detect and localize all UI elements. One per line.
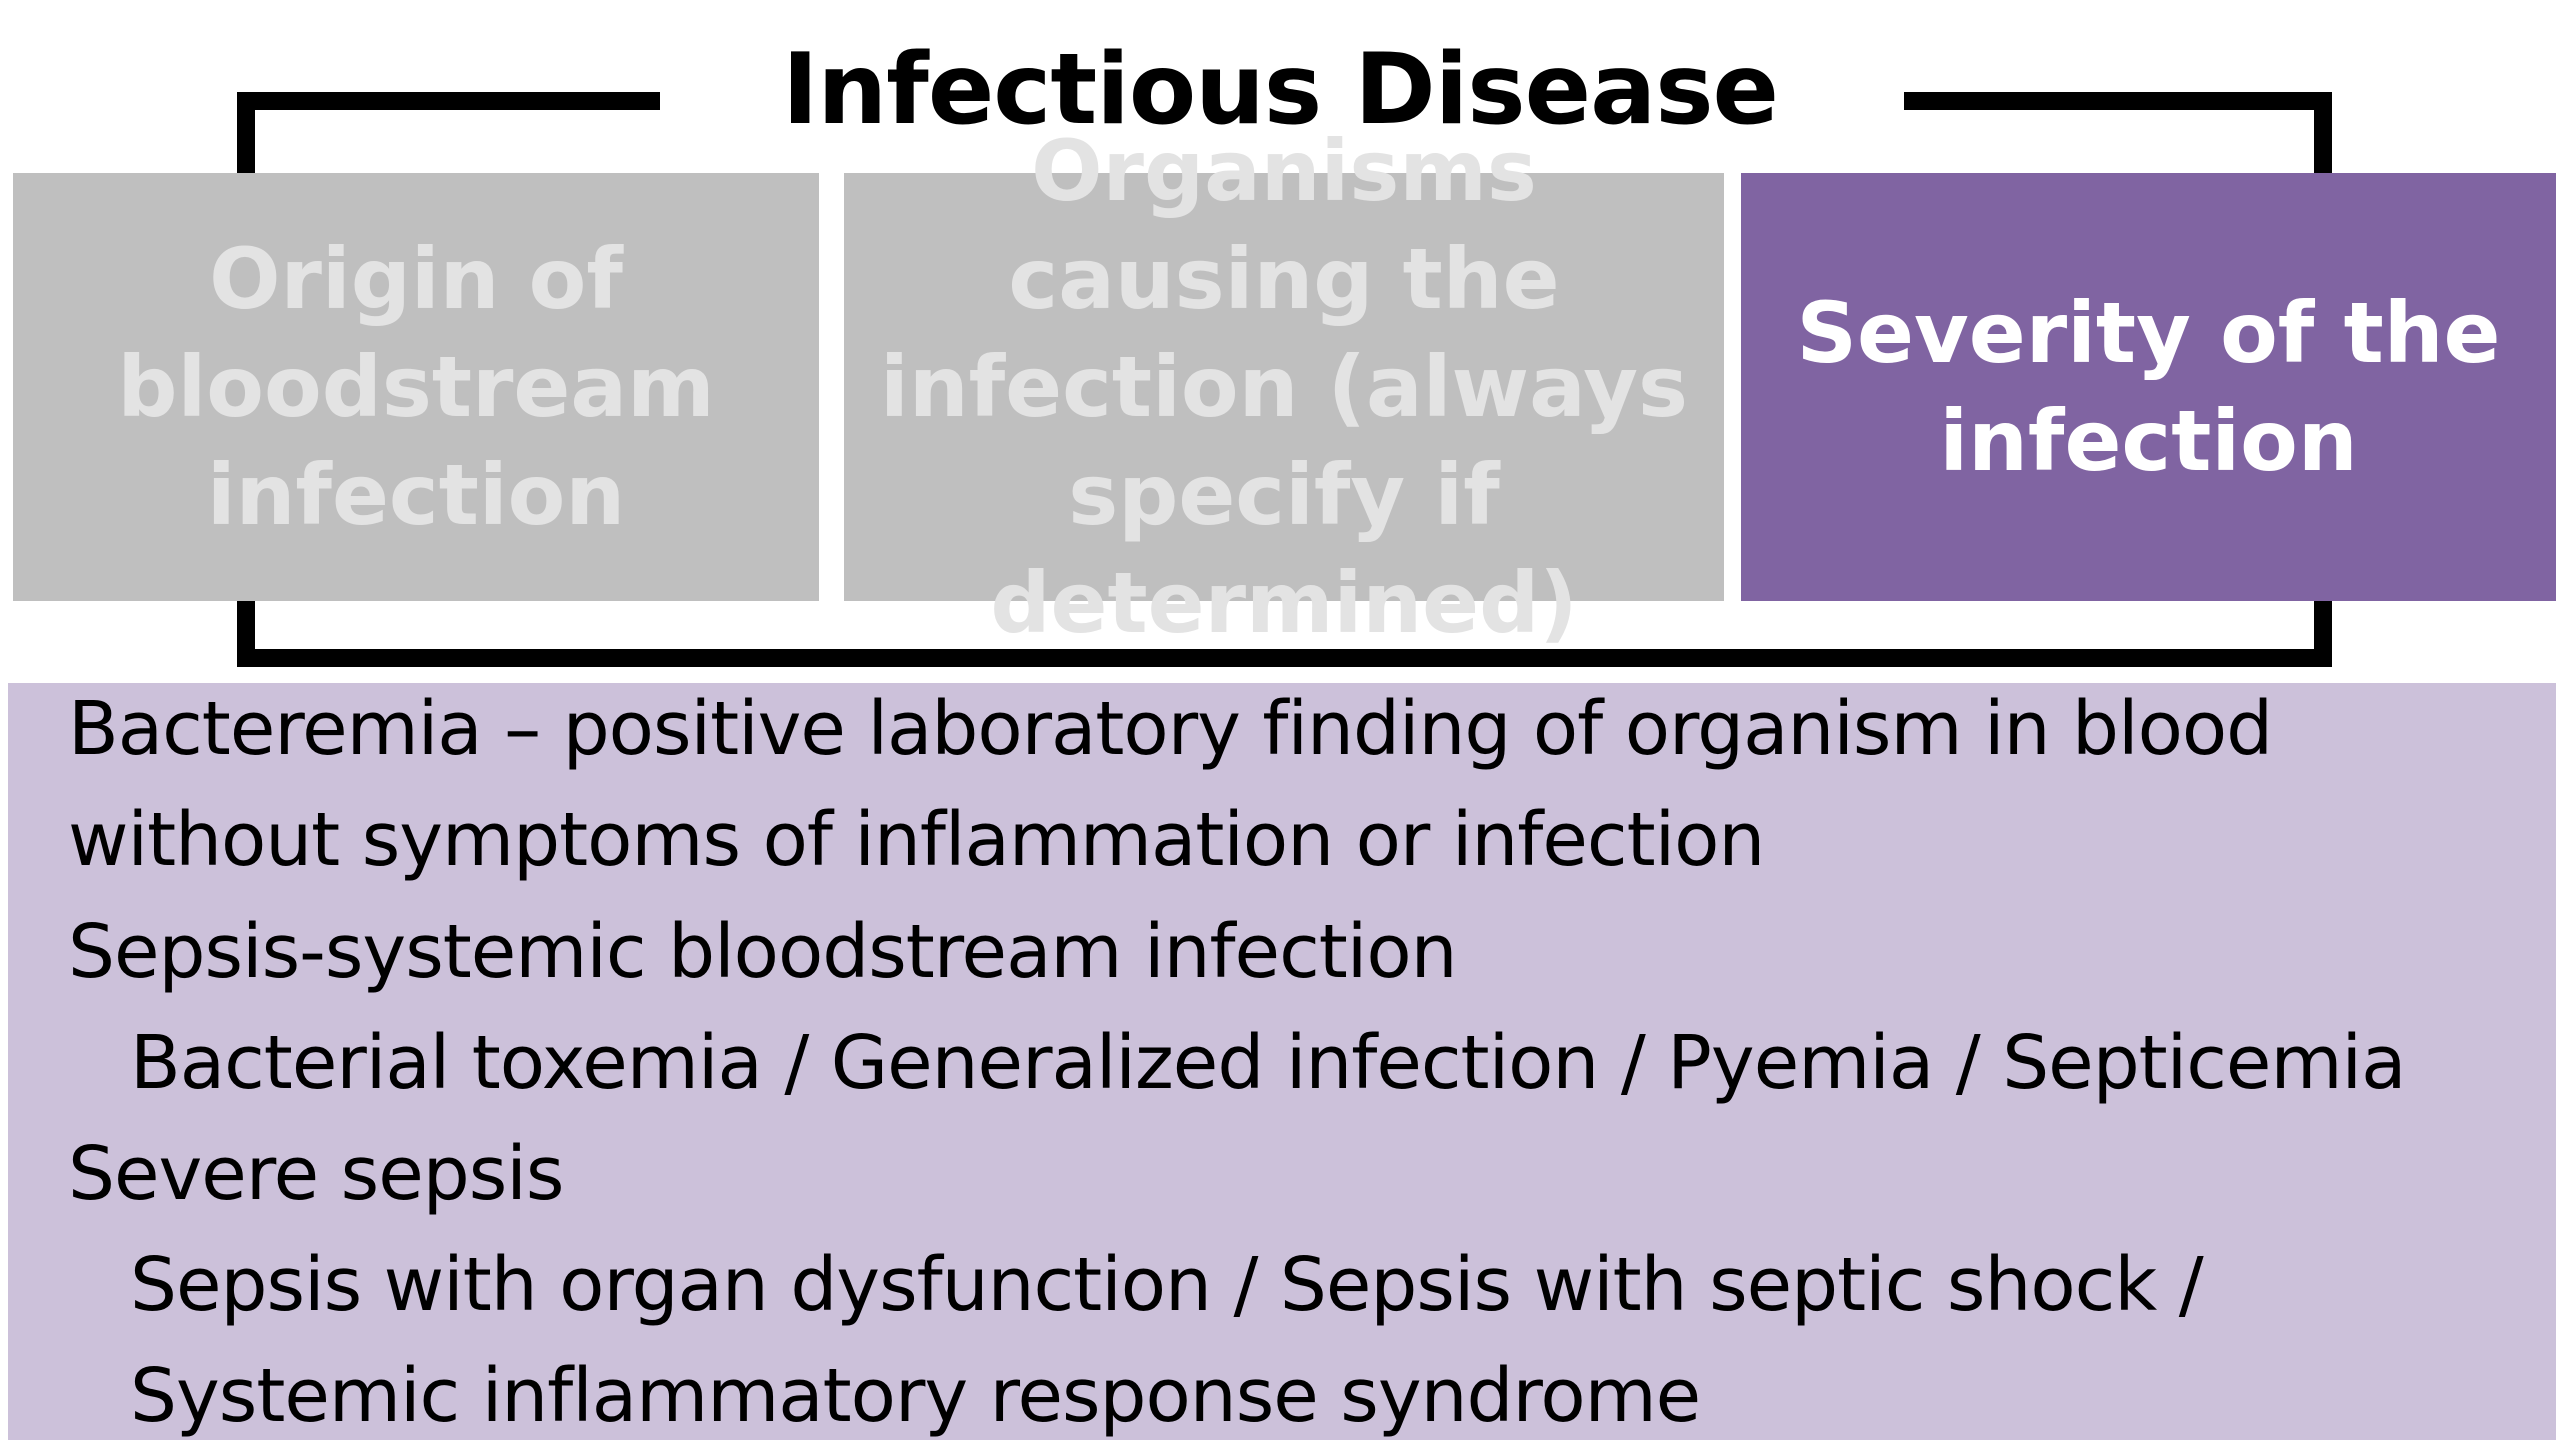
detail-line: Bacteremia – positive laboratory finding… <box>68 686 2273 772</box>
detail-line: without symptoms of inflammation or infe… <box>68 797 1765 883</box>
origin-box: Origin of bloodstream infection <box>13 173 819 601</box>
organisms-box: Organisms causing the infection (always … <box>844 122 1724 652</box>
severity-box: Severity of the infection <box>1741 173 2556 601</box>
details-panel <box>8 683 2556 1440</box>
diagram-title: Infectious Disease <box>781 33 1779 147</box>
detail-line: Bacterial toxemia / Generalized infectio… <box>130 1020 2406 1106</box>
detail-line: Sepsis with organ dysfunction / Sepsis w… <box>130 1242 2204 1328</box>
organisms-box-label: Organisms causing the infection (always … <box>880 122 1688 652</box>
detail-line: Systemic inflammatory response syndrome <box>130 1353 1701 1439</box>
bracket-top-left <box>237 92 660 180</box>
severity-box-label: Severity of the infection <box>1796 284 2501 490</box>
bracket-top-right <box>1904 92 2332 180</box>
detail-line: Sepsis-systemic bloodstream infection <box>68 909 1458 995</box>
detail-line: Severe sepsis <box>68 1131 564 1217</box>
bracket-bottom <box>237 595 2332 667</box>
origin-box-label: Origin of bloodstream infection <box>117 230 715 544</box>
